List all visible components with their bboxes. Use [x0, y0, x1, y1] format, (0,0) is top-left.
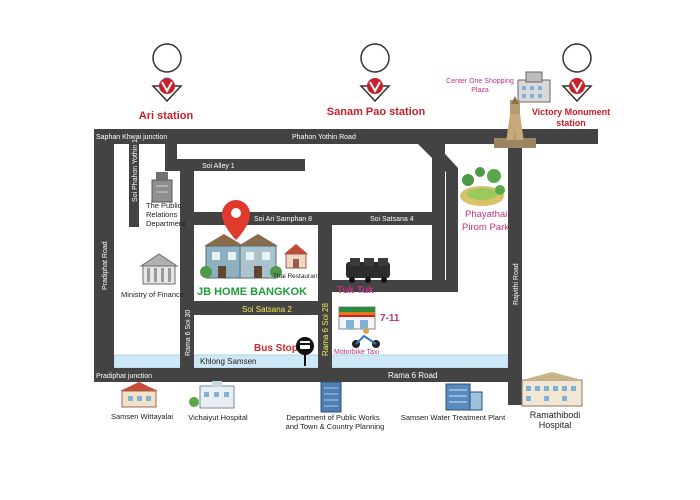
- jb-home-label: JB HOME BANGKOK: [197, 286, 307, 298]
- thai-restaurant-icon: [284, 244, 308, 269]
- ramathibodi-label-2: Hospital: [539, 420, 572, 430]
- center-one-label: Center One Shopping: [446, 78, 514, 85]
- ari-station-pin[interactable]: BTS: [151, 43, 183, 103]
- soi-alley-1-connector: [165, 129, 177, 164]
- seven-eleven-icon: [338, 306, 376, 330]
- public-relations-label-2: Relations: [146, 210, 178, 219]
- rama-6-road-label: Rama 6 Road: [388, 371, 437, 380]
- samsen-wittayalai-label: Samsen Wittayalai: [111, 412, 173, 421]
- thai-restaurant-label: Thai Restaurant: [273, 273, 319, 280]
- tuk-tuk-label: Tuk Tuk: [337, 285, 374, 296]
- soi-satsana-2-label: Soi Satsana 2: [242, 305, 292, 314]
- phahon-yothin-road: [94, 129, 598, 144]
- soi-phahon-yothin-1-label: Soi Phahon Yothin 1: [132, 139, 139, 202]
- ministry-of-finance-icon: [139, 253, 179, 285]
- location-pin-icon[interactable]: [222, 200, 250, 240]
- soi-satsana-4-vertical: [432, 144, 445, 292]
- rama-6-soi-28-label: Rama 6 Soi 28: [321, 303, 330, 356]
- victory-monument-station-pin[interactable]: [561, 43, 593, 103]
- phayathai-pirom-label-2: Pirom Park: [462, 222, 509, 233]
- victory-monument-label-2: station: [556, 118, 586, 128]
- park-icon: [460, 167, 505, 206]
- public-relations-label: The Public: [146, 201, 182, 210]
- bus-stop-label: Bus Stop: [254, 343, 298, 354]
- vichaiyut-hospital-label: Vichaiyut Hospital: [188, 413, 248, 422]
- vichaiyut-hospital-icon: [189, 381, 235, 409]
- bts-badge: BTS: [164, 77, 171, 81]
- saphan-khwai-label: Saphan Khwai junction: [96, 134, 167, 141]
- ari-station-label: Ari station: [139, 110, 194, 122]
- dpw-label-2: and Town & Country Planning: [286, 422, 385, 431]
- soi-satsana-4-label: Soi Satsana 4: [370, 216, 414, 223]
- motorbike-taxi-icon: [352, 328, 380, 348]
- khlong-samsen-label: Khlong Samsen: [200, 357, 256, 366]
- khlong-samsen-canal: [113, 354, 509, 369]
- pradiphat-junction-label: Pradiphat junction: [96, 373, 152, 380]
- soi-satsana-4-lower: [332, 280, 458, 292]
- pradiphat-road-label: Pradiphat Road: [102, 241, 109, 290]
- ministry-of-finance-label: Ministry of Finance: [121, 290, 184, 299]
- motorbike-taxi-label: Motorbike Taxi: [334, 349, 379, 356]
- tuk-tuk-icon: [346, 258, 390, 283]
- pradiphat-road: [94, 129, 114, 382]
- rama-6-soi-28: [318, 212, 332, 382]
- victory-monument-label: Victory Monument: [532, 107, 610, 117]
- phayathai-pirom-label: Phayathai: [465, 209, 507, 220]
- soi-alley-1: [165, 159, 305, 171]
- sanam-pao-station-pin[interactable]: [359, 43, 391, 103]
- rajvithi-road: [508, 129, 522, 405]
- center-one-label-2: Plaza: [471, 87, 489, 94]
- rama-6-soi-30-label: Rama 6 Soi 30: [185, 310, 192, 356]
- seven-eleven-label: 7-11: [380, 313, 400, 324]
- soi-alley-1-label: Soi Alley 1: [202, 163, 235, 170]
- soi-satsana-4-upper: [446, 168, 458, 292]
- center-one-building-icon: [517, 71, 551, 103]
- ramathibodi-label: Ramathibodi: [530, 410, 581, 420]
- victory-monument-icon: [494, 96, 536, 148]
- bus-stop-icon[interactable]: [296, 337, 314, 366]
- water-treatment-icon: [445, 383, 483, 411]
- samsen-water-label: Samsen Water Treatment Plant: [401, 413, 506, 422]
- dpw-label: Department of Public Works: [286, 413, 379, 422]
- jb-home-building-icon: [200, 234, 282, 279]
- rama-6-road: [94, 368, 516, 382]
- ramathibodi-hospital-icon: [521, 372, 583, 407]
- phahon-yothin-label: Phahon Yothin Road: [292, 134, 356, 141]
- samsen-wittayalai-icon: [120, 382, 158, 408]
- soi-phahon-yothin-1: [129, 129, 139, 227]
- public-relations-building-icon: [151, 172, 173, 203]
- rajvithi-road-label: Rajvithi Road: [513, 263, 520, 305]
- dpw-building-icon: [320, 381, 342, 413]
- soi-ari-samphan-label: Soi Ari Samphan 8: [254, 216, 312, 223]
- public-relations-label-3: Department: [146, 219, 186, 228]
- soi-satsana-2: [180, 301, 332, 315]
- sanam-pao-station-label: Sanam Pao station: [327, 106, 426, 118]
